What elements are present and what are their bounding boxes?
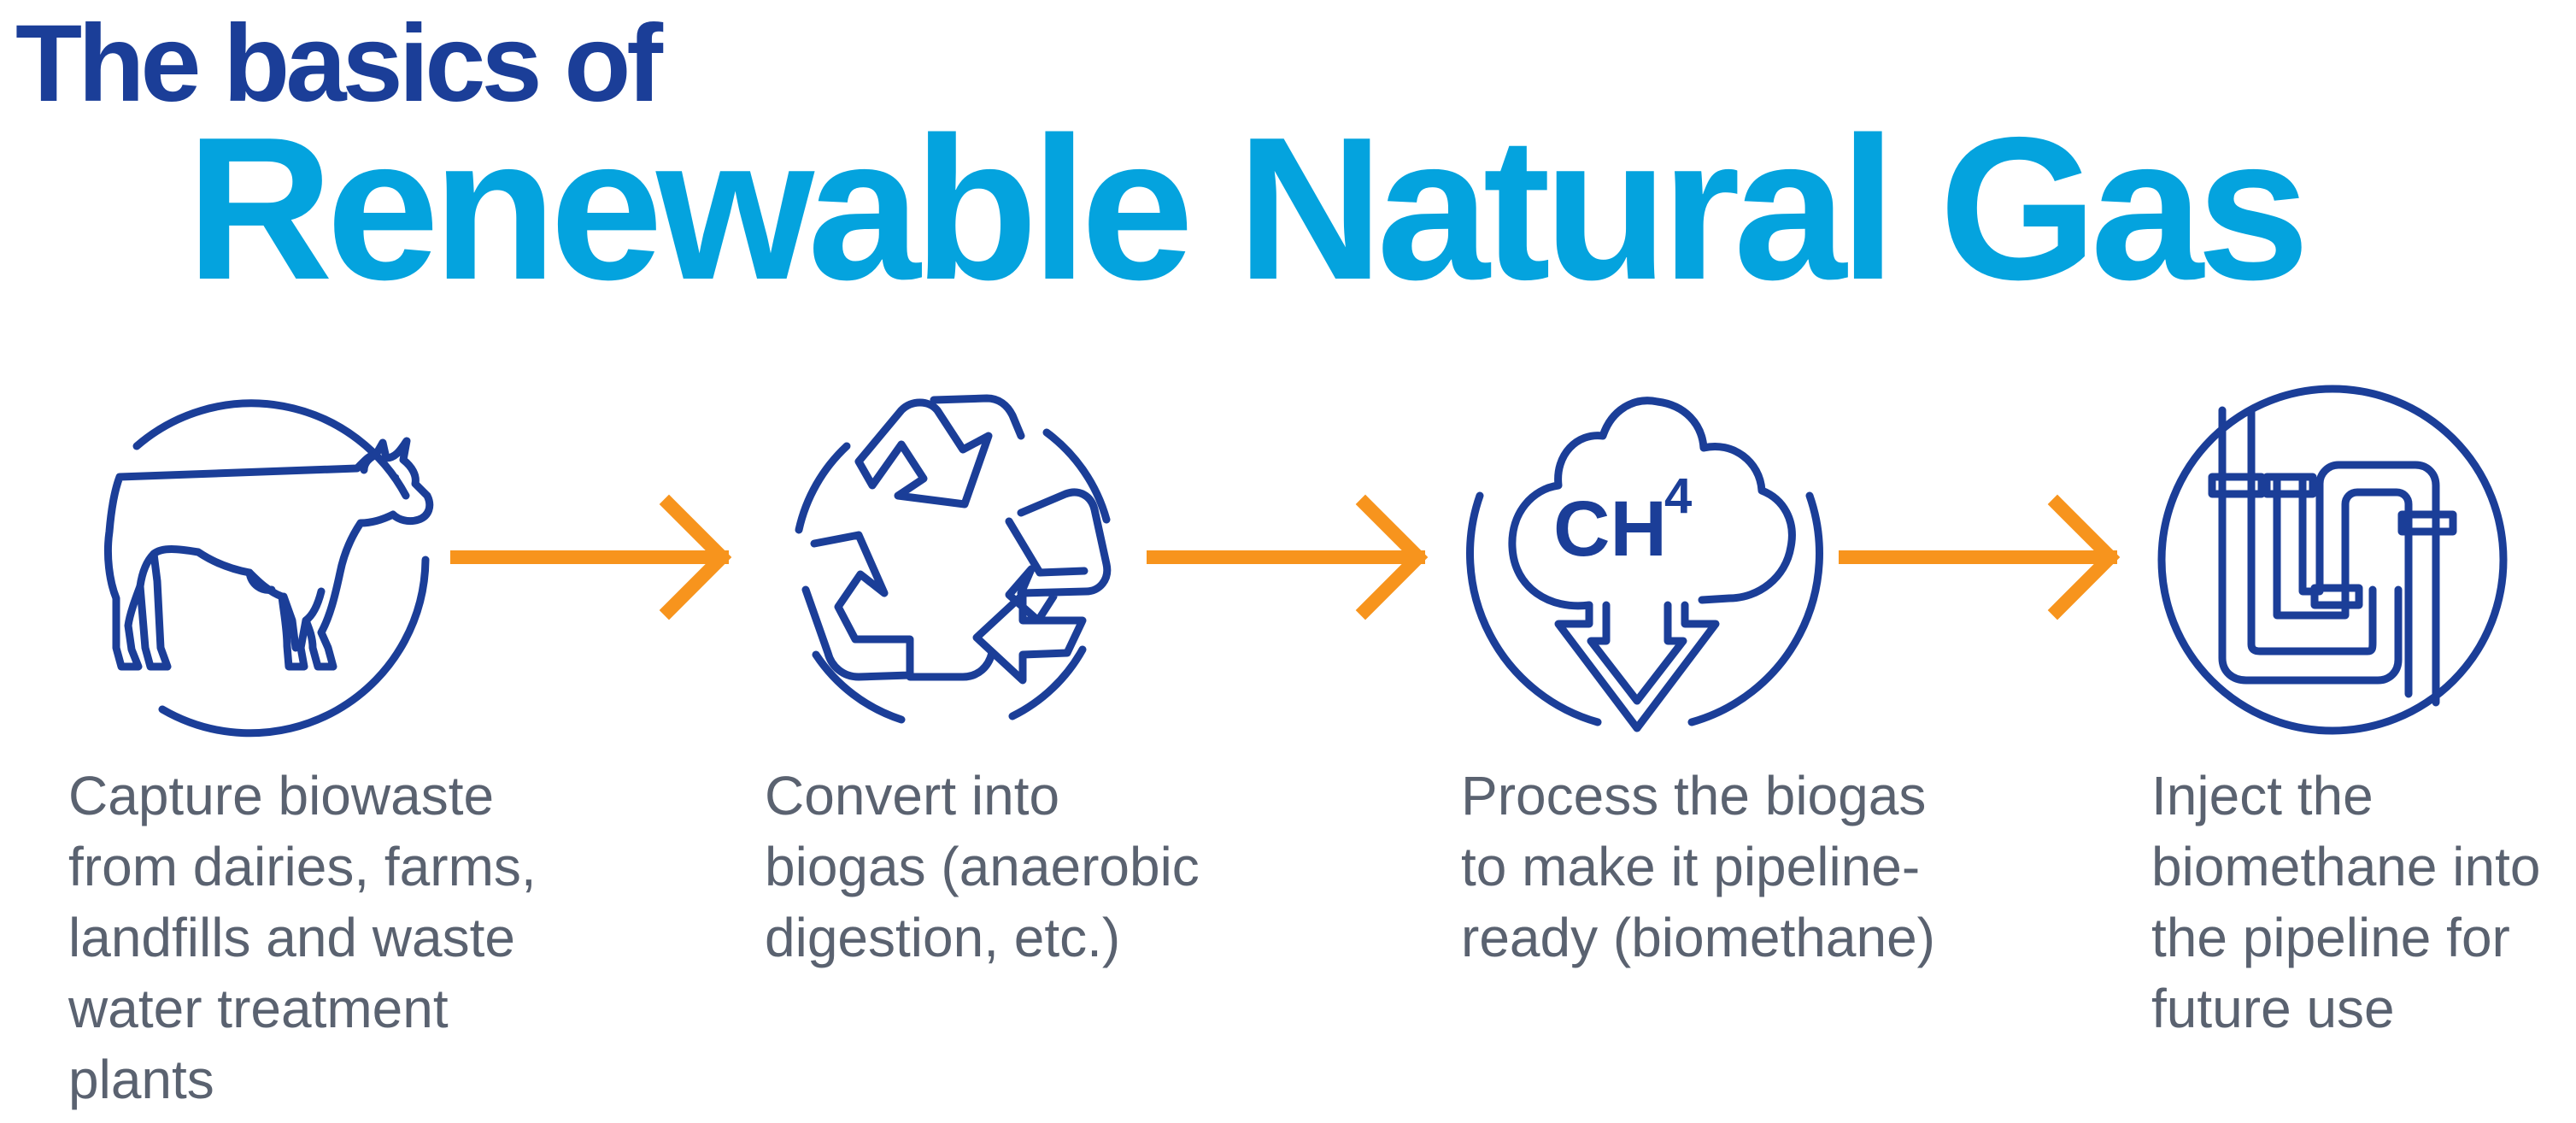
step-1-line-1: Capture biowaste	[68, 765, 495, 826]
arrow-1	[450, 494, 739, 620]
arrow-right-icon	[450, 494, 732, 620]
cow-icon	[103, 399, 434, 738]
arrow-right-icon	[1839, 494, 2121, 620]
arrow-2	[1147, 494, 1435, 620]
gas-cloud-icon: CH 4	[1466, 397, 1823, 732]
step-4-line-4: future use	[2151, 978, 2395, 1039]
pipeline-icon	[2157, 385, 2508, 735]
step-1-line-5: plants	[68, 1049, 214, 1110]
step-4-line-3: the pipeline for	[2151, 907, 2510, 968]
arrow-right-icon	[1147, 494, 1429, 620]
arrow-3	[1839, 494, 2127, 620]
step-2-line-2: biogas (anaerobic	[765, 836, 1200, 897]
step-2-line-1: Convert into	[765, 765, 1060, 826]
step-3-line-2: to make it pipeline-	[1461, 836, 1921, 897]
recycle-icon	[795, 394, 1112, 724]
step-3-line-1: Process the biogas	[1461, 765, 1927, 826]
step-4-line-2: biomethane into	[2151, 836, 2541, 897]
step-2-icon	[765, 376, 1132, 744]
step-3-description: Process the biogas to make it pipeline- …	[1461, 761, 1935, 973]
methane-formula: CH	[1553, 485, 1667, 573]
title-line-1: The basics of	[15, 3, 663, 125]
step-4-description: Inject the biomethane into the pipeline …	[2151, 761, 2540, 1044]
step-4-icon	[2149, 376, 2516, 744]
step-1-description: Capture biowaste from dairies, farms, la…	[68, 761, 537, 1115]
step-2-description: Convert into biogas (anaerobic digestion…	[765, 761, 1200, 973]
step-1-icon	[68, 376, 436, 744]
step-2-line-3: digestion, etc.)	[765, 907, 1121, 968]
step-3-line-3: ready (biomethane)	[1461, 907, 1935, 968]
step-4-line-1: Inject the	[2151, 765, 2374, 826]
title-line-2: Renewable Natural Gas	[186, 96, 2309, 322]
step-1-line-2: from dairies, farms,	[68, 836, 537, 897]
step-1-line-3: landfills and waste	[68, 907, 515, 968]
step-3-icon: CH 4	[1461, 376, 1828, 744]
methane-subscript: 4	[1664, 468, 1692, 524]
step-1-line-4: water treatment	[68, 978, 449, 1039]
